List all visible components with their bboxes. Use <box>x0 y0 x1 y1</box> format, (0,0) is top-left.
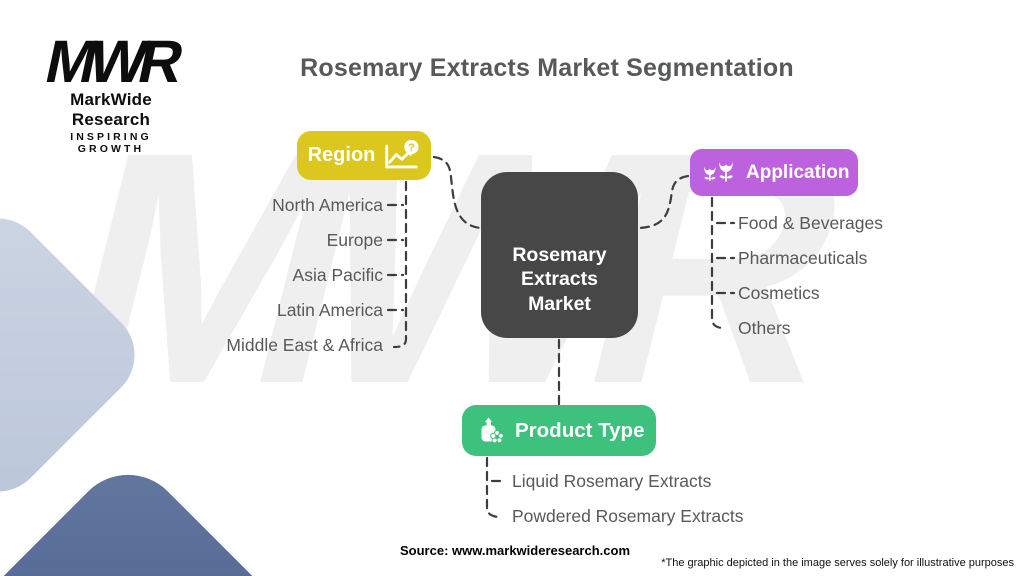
application-item: Others <box>738 318 791 338</box>
source-text: Source: www.markwideresearch.com <box>400 543 631 558</box>
product-type-badge: Product Type <box>462 405 656 456</box>
application-item: Pharmaceuticals <box>738 248 868 268</box>
center-node-rosemary-extracts-market: Rosemary Extracts Market <box>481 172 638 338</box>
product-type-item: Liquid Rosemary Extracts <box>512 471 712 491</box>
markwide-logo: MWR MarkWide Research INSPIRING GROWTH <box>35 28 187 156</box>
connector-region-to-center <box>432 155 483 230</box>
region-list: North America Europe Asia Pacific Latin … <box>53 188 383 363</box>
region-item: Asia Pacific <box>292 265 383 285</box>
center-node-line: Extracts <box>521 268 598 290</box>
application-badge: Application <box>690 149 858 196</box>
product-type-badge-label: Product Type <box>515 418 645 442</box>
application-item: Cosmetics <box>738 283 820 303</box>
application-badge-label: Application <box>746 161 850 183</box>
bottle-flower-icon <box>481 417 504 444</box>
disclaimer-text: *The graphic depicted in the image serve… <box>661 557 1014 569</box>
product-type-item: Powdered Rosemary Extracts <box>512 506 744 526</box>
region-item: North America <box>272 195 383 215</box>
svg-text:?: ? <box>409 142 416 154</box>
page-title: Rosemary Extracts Market Segmentation <box>300 54 794 82</box>
center-node-line: Market <box>528 292 591 315</box>
region-badge: Region ? <box>297 131 431 180</box>
application-list: Food & Beverages Pharmaceuticals Cosmeti… <box>738 206 883 346</box>
logo-tagline: INSPIRING GROWTH <box>70 131 152 156</box>
region-item: Europe <box>326 230 383 250</box>
region-item: Middle East & Africa <box>226 335 383 355</box>
flower-accent <box>490 429 504 444</box>
region-badge-label: Region <box>307 144 376 166</box>
connector-application-to-center <box>637 174 690 230</box>
center-node-line: Rosemary <box>512 243 607 266</box>
product-type-list: Liquid Rosemary Extracts Powdered Rosema… <box>512 464 743 534</box>
connector-application-spine <box>710 196 726 330</box>
connector-region-spine <box>392 180 408 349</box>
connector-product-spine <box>485 456 500 519</box>
sprout-flowers-icon <box>704 161 733 181</box>
application-item: Food & Beverages <box>738 213 883 233</box>
region-item: Latin America <box>276 300 383 320</box>
logo-company-name: MarkWide Research <box>70 90 152 130</box>
chart-trend-question-icon: ? <box>385 139 419 169</box>
